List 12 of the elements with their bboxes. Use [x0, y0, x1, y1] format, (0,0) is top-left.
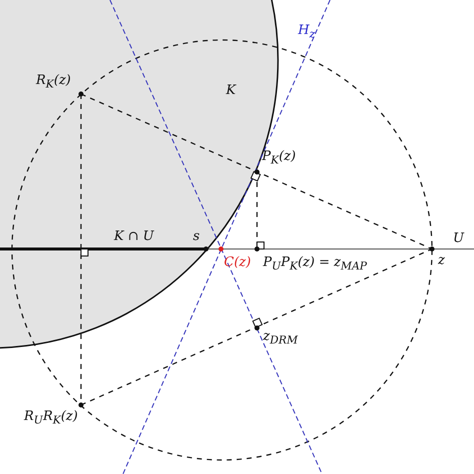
math-label: P$_{U}$P$_{K}$(z) = z$_{MAP}$ [263, 256, 367, 272]
math-label: z [438, 254, 445, 267]
math-label: z$_{DRM}$ [263, 330, 298, 346]
math-label: P$_{K}$(z) [262, 150, 296, 166]
math-label: K [226, 84, 236, 97]
math-label: H$_{z}$ [298, 24, 316, 40]
math-label: R$_{K}$(z) [36, 74, 71, 90]
math-label: C(z) [224, 256, 251, 269]
math-label: K ∩ U [114, 230, 154, 243]
math-label: U [453, 232, 464, 245]
math-label: s [193, 230, 200, 243]
math-label: R$_{U}$R$_{K}$(z) [24, 410, 78, 426]
